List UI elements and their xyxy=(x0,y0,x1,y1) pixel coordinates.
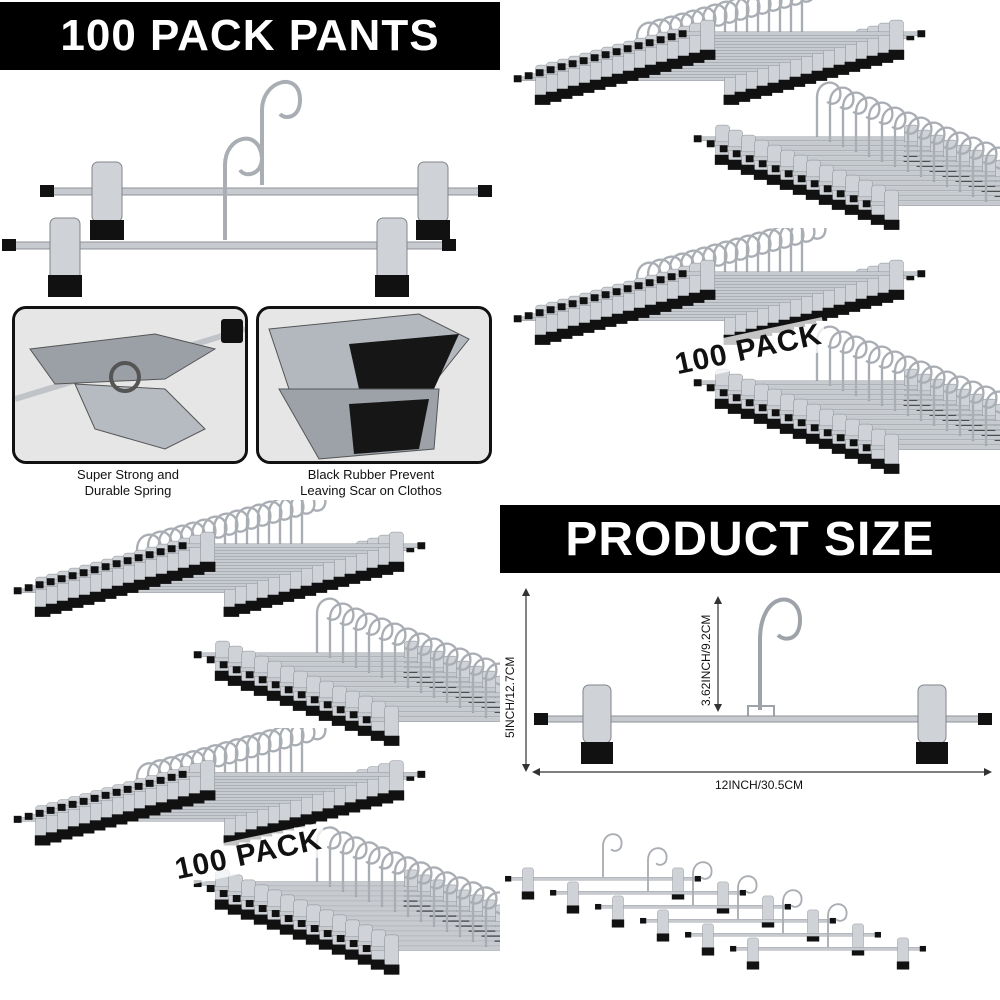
spring-clip-illustration xyxy=(15,309,245,461)
rubber-detail-image xyxy=(256,306,492,464)
hanger-pair-image xyxy=(0,70,500,300)
width-label: 12INCH/30.5CM xyxy=(715,778,804,792)
hanger-stack-image-3 xyxy=(0,500,500,770)
size-diagram-illustration xyxy=(522,588,992,776)
hanger-pair-illustration xyxy=(2,79,492,297)
hanger-set-illustration xyxy=(505,833,926,970)
hanger-stack-image-2: 100 PACK xyxy=(500,228,1000,498)
size-banner-text: PRODUCT SIZE xyxy=(565,512,935,566)
hanger-set-image xyxy=(500,800,1000,1000)
rubber-pad-illustration xyxy=(259,309,489,461)
hanger-stack-image-4: 100 PACK xyxy=(0,728,500,1000)
spring-caption-line1: Super Strong and xyxy=(77,467,179,482)
hanger-stack-image-1 xyxy=(500,0,1000,230)
title-banner: 100 PACK PANTS xyxy=(0,2,500,70)
hook-height-label: 3.62INCH/9.2CM xyxy=(699,614,713,706)
spring-caption: Super Strong and Durable Spring xyxy=(8,467,248,499)
hanger-stack-illustration xyxy=(13,500,500,746)
spring-detail-image xyxy=(12,306,248,464)
title-banner-text: 100 PACK PANTS xyxy=(60,11,440,60)
spring-caption-line2: Durable Spring xyxy=(84,483,172,498)
rubber-caption-line1: Black Rubber Prevent xyxy=(307,467,435,482)
size-banner: PRODUCT SIZE xyxy=(500,505,1000,573)
rubber-caption-line2: Leaving Scar on Clothos xyxy=(300,483,442,498)
hanger-stack-illustration xyxy=(513,0,1000,230)
size-diagram: 5INCH/12.7CM 3.62INCH/9.2CM 12INCH/30.5C… xyxy=(500,580,1000,800)
hanger-stack-illustration xyxy=(13,728,500,975)
rubber-caption: Black Rubber Prevent Leaving Scar on Clo… xyxy=(251,467,491,499)
total-height-label: 5INCH/12.7CM xyxy=(503,656,517,738)
